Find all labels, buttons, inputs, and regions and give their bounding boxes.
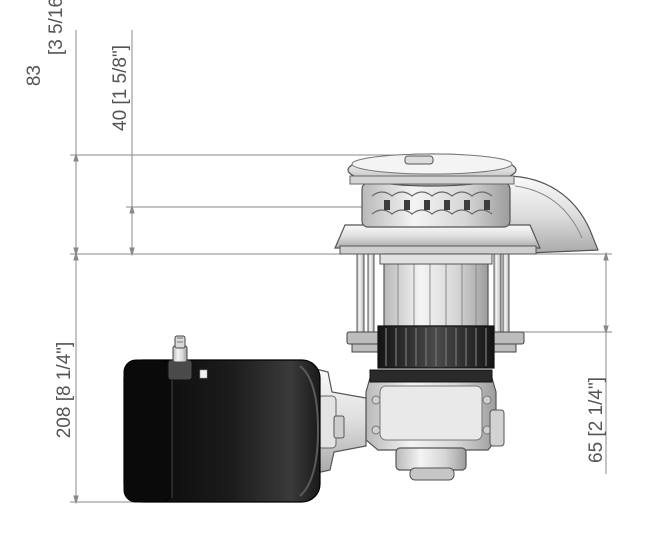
dim-value: 83 (24, 65, 45, 86)
power-terminal (167, 335, 193, 381)
motor-label-plate (199, 369, 208, 379)
dim-text: 208 [8 1/4"] (54, 342, 75, 439)
dim-imperial: [2 1/4"] (586, 377, 607, 437)
dim-imperial: [3 5/16"] (46, 0, 67, 55)
dim-label-right-side: 65 [2 1/4"] (586, 377, 607, 463)
dim-value: 65 (586, 442, 607, 463)
dim-text: 40 [1 5/8"] (110, 45, 131, 131)
main-shaft (383, 253, 489, 327)
dim-imperial: [1 5/8"] (110, 45, 131, 105)
dim-label-deck-to-gypsy: 40 [1 5/8"] (110, 45, 131, 131)
deck-flange (334, 224, 541, 249)
dim-text: 65 [2 1/4"] (586, 377, 607, 463)
windlass (123, 153, 599, 503)
dim-value: 208 (54, 407, 75, 439)
dim-label-overall-top: 83 [3 5/16"] (24, 0, 67, 86)
electric-motor (123, 359, 321, 503)
bottom-bearing (395, 447, 467, 471)
dim-label-below-deck: 208 [8 1/4"] (54, 342, 75, 439)
dimension-arrows (73, 152, 609, 505)
dim-value: 40 (110, 110, 131, 131)
dim-imperial: [8 1/4"] (54, 342, 75, 402)
winch-handle-socket (404, 155, 434, 165)
